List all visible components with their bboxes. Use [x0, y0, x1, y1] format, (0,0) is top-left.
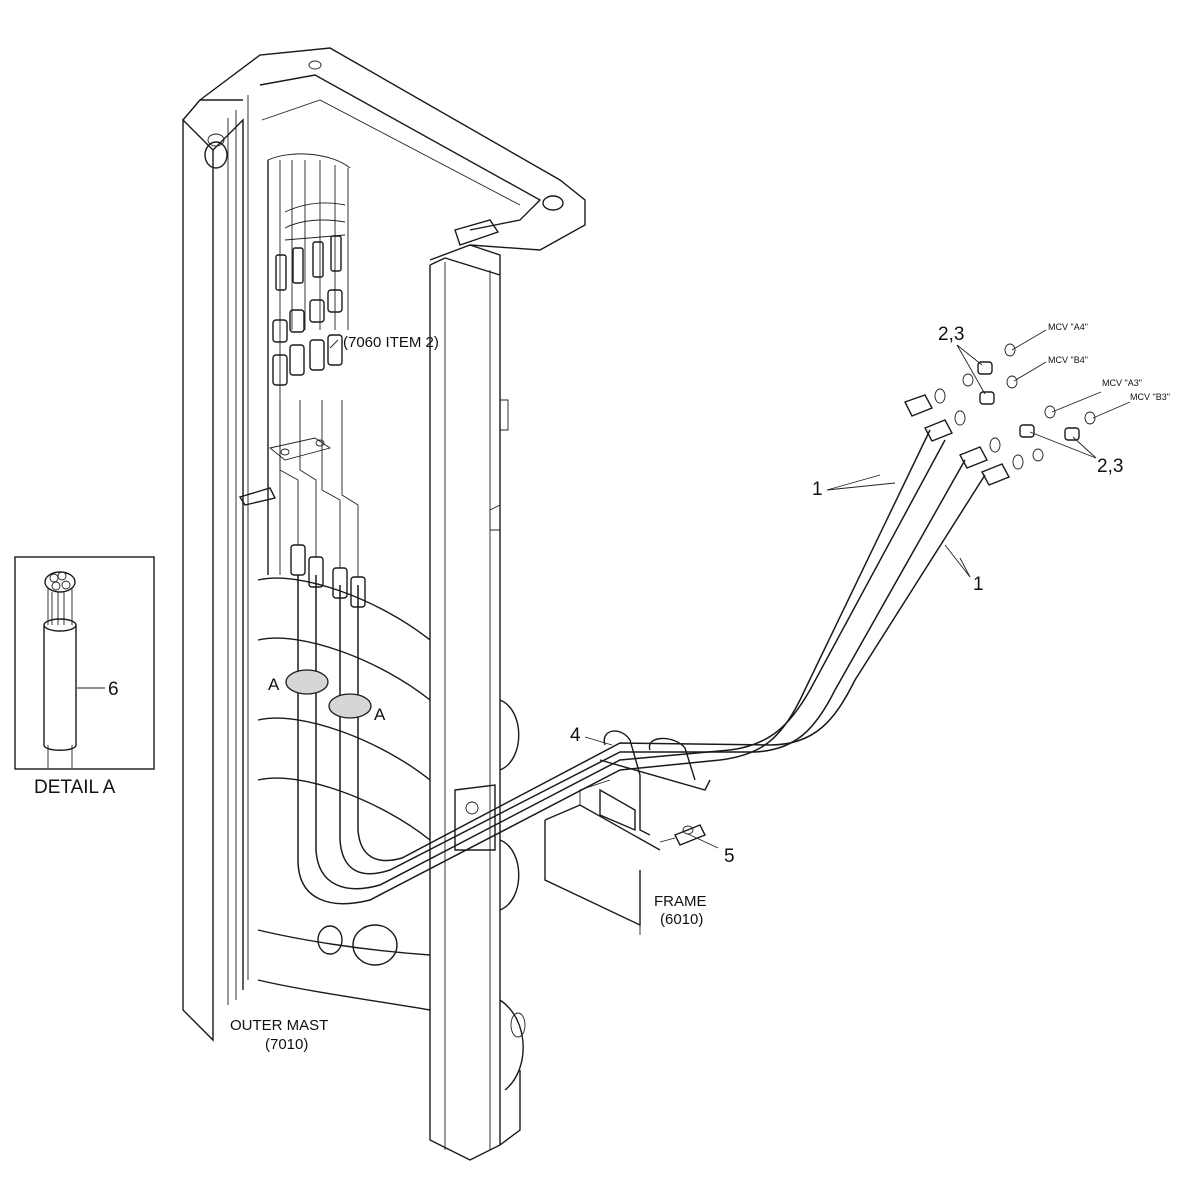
- label-item-1-upper: 1: [812, 479, 823, 500]
- label-mcv-b4: MCV "B4": [1048, 355, 1088, 365]
- leader-lines: [329, 329, 1131, 849]
- frame: [544, 779, 661, 935]
- hose-clamps: [599, 730, 711, 836]
- label-detail-title: DETAIL A: [34, 777, 116, 798]
- label-detail-marker-1: A: [268, 675, 280, 694]
- label-mcv-a3: MCV "A3": [1102, 378, 1142, 388]
- label-item-4: 4: [570, 725, 581, 746]
- label-mcv-b3: MCV "B3": [1130, 392, 1170, 402]
- label-mast-name: OUTER MAST: [230, 1017, 328, 1034]
- hose-end-fittings: [904, 343, 1096, 486]
- label-item-2-3-right: 2,3: [1097, 456, 1123, 477]
- label-detail-marker-2: A: [374, 705, 386, 724]
- label-ref-7060: (7060 ITEM 2): [343, 334, 439, 351]
- bolt-5: [659, 824, 706, 846]
- label-mast-ref: (7010): [265, 1036, 308, 1053]
- label-item-1-lower: 1: [973, 574, 984, 595]
- detail-a-box: [14, 556, 155, 770]
- label-item-5: 5: [724, 846, 735, 867]
- label-item-2-3-top: 2,3: [938, 324, 964, 345]
- detail-a-markers: [285, 669, 372, 719]
- outer-mast: [182, 47, 586, 1161]
- label-item-6: 6: [108, 679, 119, 700]
- label-frame-name: FRAME: [654, 893, 707, 910]
- mast-hoses: [272, 235, 986, 905]
- label-mcv-a4: MCV "A4": [1048, 322, 1088, 332]
- label-frame-ref: (6010): [660, 911, 703, 928]
- callout-labels: 2,3 2,3 1 1 4 5 6 (7060 ITEM 2) A A DETA…: [34, 322, 1170, 1053]
